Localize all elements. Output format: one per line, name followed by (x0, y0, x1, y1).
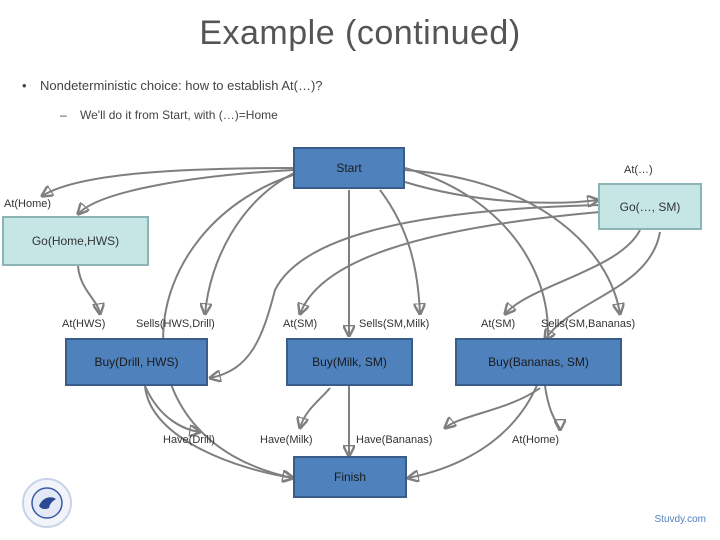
footer-watermark: Stuvdy.com (654, 514, 707, 525)
node-go-home-hws: Go(Home,HWS) (2, 216, 149, 266)
edge-start-go-home (78, 169, 294, 214)
bullet-level-1: • Nondeterministic choice: how to establi… (22, 78, 323, 93)
label-sells-hws-drill: Sells(HWS,Drill) (136, 318, 215, 330)
label-sells-sm-milk: Sells(SM,Milk) (359, 318, 430, 330)
slide-title: Example (continued) (199, 14, 521, 52)
label-at-sm-mid: At(SM) (283, 318, 318, 330)
edge-start-sells-drill (205, 171, 297, 314)
sub-bullet-marker: – (60, 108, 67, 122)
label-have-bananas: Have(Bananas) (356, 434, 433, 446)
edge-drill-have-drill (144, 385, 200, 432)
emblem-icon (31, 487, 63, 519)
edge-go-sm-at-sm-mid (300, 211, 601, 314)
node-finish: Finish (293, 456, 407, 498)
edge-start-sells-milk (379, 189, 420, 314)
bullet-marker: • (22, 78, 27, 93)
edge-go-home-at-hws (77, 265, 100, 314)
label-have-milk: Have(Milk) (260, 434, 313, 446)
label-at-sm-right: At(SM) (481, 318, 516, 330)
edge-bananas-at-home (544, 385, 560, 430)
label-at-hws: At(HWS) (62, 318, 106, 330)
node-buy-bananas: Buy(Bananas, SM) (455, 338, 622, 386)
node-buy-milk: Buy(Milk, SM) (286, 338, 413, 386)
edge-go-sm-bananas (545, 231, 661, 340)
edge-go-sm-at-sm-right (505, 229, 641, 314)
bullet-text: Nondeterministic choice: how to establis… (40, 78, 323, 93)
label-have-drill: Have(Drill) (163, 434, 215, 446)
node-start: Start (293, 147, 405, 189)
edge-drill-finish (144, 385, 293, 478)
logo-emblem (22, 478, 72, 528)
label-sells-sm-bananas: Sells(SM,Bananas) (541, 318, 636, 330)
edge-milk-have-milk (300, 387, 331, 428)
label-at-home-bottom: At(Home) (512, 434, 560, 446)
bullet-level-2: –We'll do it from Start, with (…)=Home (60, 108, 278, 122)
label-at-sm-top: At(…) (624, 164, 653, 176)
node-buy-drill: Buy(Drill, HWS) (65, 338, 208, 386)
edge-bananas-have-bananas (445, 387, 541, 428)
edge-start-sells-bananas (404, 169, 620, 314)
edge-start-go-sm (404, 181, 598, 203)
edge-go-sm-drill (210, 204, 601, 378)
node-go-sm: Go(…, SM) (598, 183, 702, 230)
edge-start-finish-left (162, 174, 293, 478)
edge-start-at-home (42, 167, 294, 196)
label-at-home-left: At(Home) (4, 198, 52, 210)
sub-bullet-text: We'll do it from Start, with (…)=Home (80, 108, 278, 122)
